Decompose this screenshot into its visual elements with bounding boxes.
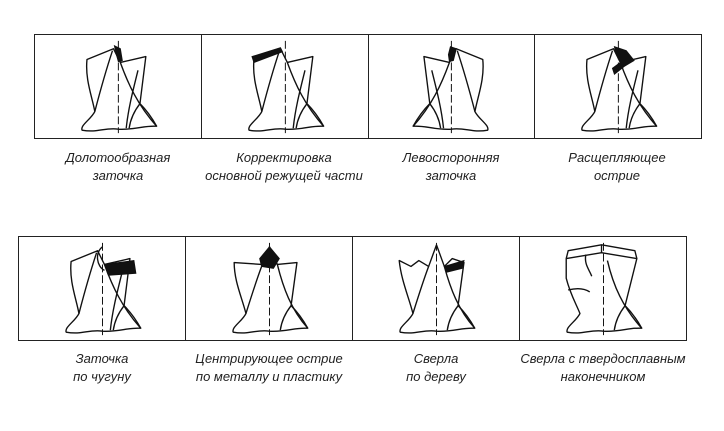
caption-wood-drill: Сверла по дереву <box>406 351 466 384</box>
caption-carbide-tip: Сверла с твердосплавным наконечником <box>520 351 686 384</box>
caption-centering-point: Центрирующее острие по металлу и пластик… <box>195 351 343 384</box>
caption-cast-iron: Заточка по чугуну <box>73 351 131 384</box>
drill-cell <box>535 35 701 138</box>
cast-iron-point-drill-icon <box>65 242 142 336</box>
carbide-tip-drill-icon <box>565 242 643 336</box>
centering-point-drill-icon <box>232 242 309 336</box>
chisel-point-drill-icon <box>81 40 158 134</box>
drill-cell <box>35 35 202 138</box>
drill-cell <box>520 237 686 340</box>
drill-cell <box>369 35 536 138</box>
split-point-drill-icon <box>581 40 658 134</box>
drill-cell <box>19 237 186 340</box>
caption-left-hand: Левосторонняя заточка <box>402 150 500 183</box>
drill-grid-row-1 <box>34 34 702 139</box>
wood-drill-icon <box>398 242 476 336</box>
drill-cell <box>186 237 353 340</box>
drill-grid-row-2 <box>18 236 687 341</box>
left-hand-point-drill-icon <box>411 40 489 134</box>
drill-cell <box>353 237 520 340</box>
drill-cell <box>202 35 369 138</box>
caption-chisel-point: Долотообразная заточка <box>65 150 171 183</box>
corrected-cutting-edge-drill-icon <box>247 40 325 134</box>
caption-split-point: Расщепляющее острие <box>568 150 666 183</box>
caption-corrected-edge: Корректировка основной режущей части <box>205 150 363 183</box>
